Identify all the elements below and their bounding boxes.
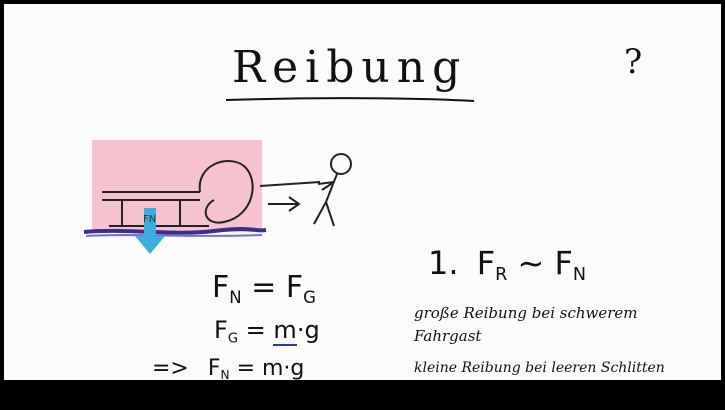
arrow-label: FN <box>143 214 157 225</box>
mass-symbol: m <box>273 316 297 346</box>
ground-shadow <box>85 234 263 237</box>
question-mark: ? <box>624 42 643 82</box>
sled <box>102 160 254 227</box>
sled-drawing <box>83 97 475 254</box>
title-underline <box>225 97 475 102</box>
note-line-3: kleine Reibung bei leeren Schlitten <box>414 360 665 376</box>
highlight-box <box>92 140 262 232</box>
stick-figure <box>313 153 352 227</box>
pull-arrow <box>268 196 301 212</box>
formula-fg-eq-mg: FG = m·g <box>214 316 320 347</box>
note-line-1: große Reibung bei schwerem <box>414 304 638 322</box>
normal-force-arrow <box>135 208 165 254</box>
formula-fn-eq-fg: FN = FG <box>212 270 316 307</box>
formula-implies-fn-eq-mg: => FN = m·g <box>152 356 305 380</box>
rule-fr-prop-fn: 1. FR ~ FN <box>428 244 587 286</box>
note-line-2: Fahrgast <box>414 327 482 345</box>
board-title: Reibung <box>232 42 468 93</box>
ground-line <box>83 227 267 235</box>
rope <box>259 181 321 187</box>
whiteboard: FN Reibung ? FN = FG FG = m·g => FN = m·… <box>4 4 721 380</box>
